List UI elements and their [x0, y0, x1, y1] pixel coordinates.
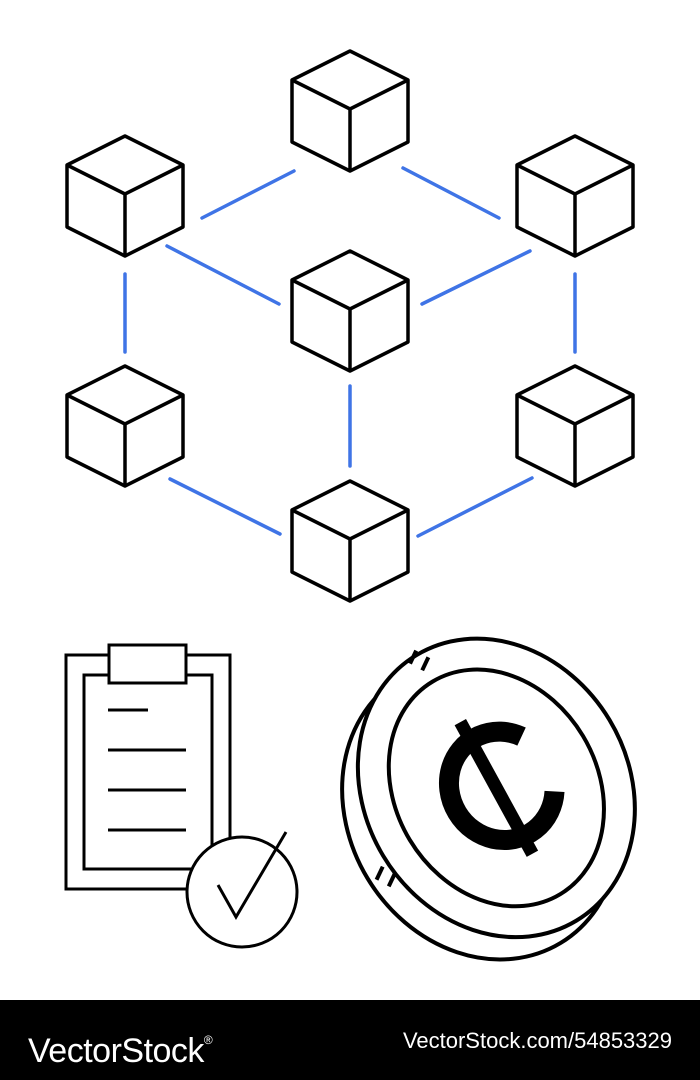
connector-line: [165, 244, 281, 306]
cube-icon: [290, 479, 410, 603]
cube-icon: [515, 134, 635, 258]
cube-icon: [65, 364, 185, 488]
cedi-coin-icon: [340, 636, 637, 962]
brand-name: VectorStock: [28, 1032, 204, 1070]
cube-icon: [290, 249, 410, 373]
coin-inner-ring: [386, 667, 606, 909]
brand-logo: VectorStock®: [28, 1020, 213, 1071]
connector-line: [168, 477, 282, 536]
connector-line: [401, 166, 501, 220]
cube-icon: [290, 49, 410, 173]
image-id: VectorStock.com/54853329: [402, 1028, 672, 1053]
clipboard-sheet: [82, 673, 214, 871]
illustration-canvas: [64, 49, 637, 962]
coin-edge-ticks: [374, 649, 431, 888]
clipboard-checklist-icon: [64, 643, 299, 949]
connector-line: [200, 169, 296, 220]
cube-icon: [65, 134, 185, 258]
connector-line: [420, 249, 532, 306]
cube-icon: [515, 364, 635, 488]
blockchain-network-icon: [65, 49, 635, 603]
checkmark-circle-icon: [185, 831, 299, 949]
watermark-footer: VectorStock® VectorStock.com/54853329: [0, 1000, 700, 1080]
cedi-symbol: [439, 718, 565, 857]
clipboard-clip: [107, 643, 188, 685]
network-connectors: [123, 166, 577, 538]
registered-mark: ®: [203, 1033, 213, 1047]
connector-line: [416, 476, 534, 538]
